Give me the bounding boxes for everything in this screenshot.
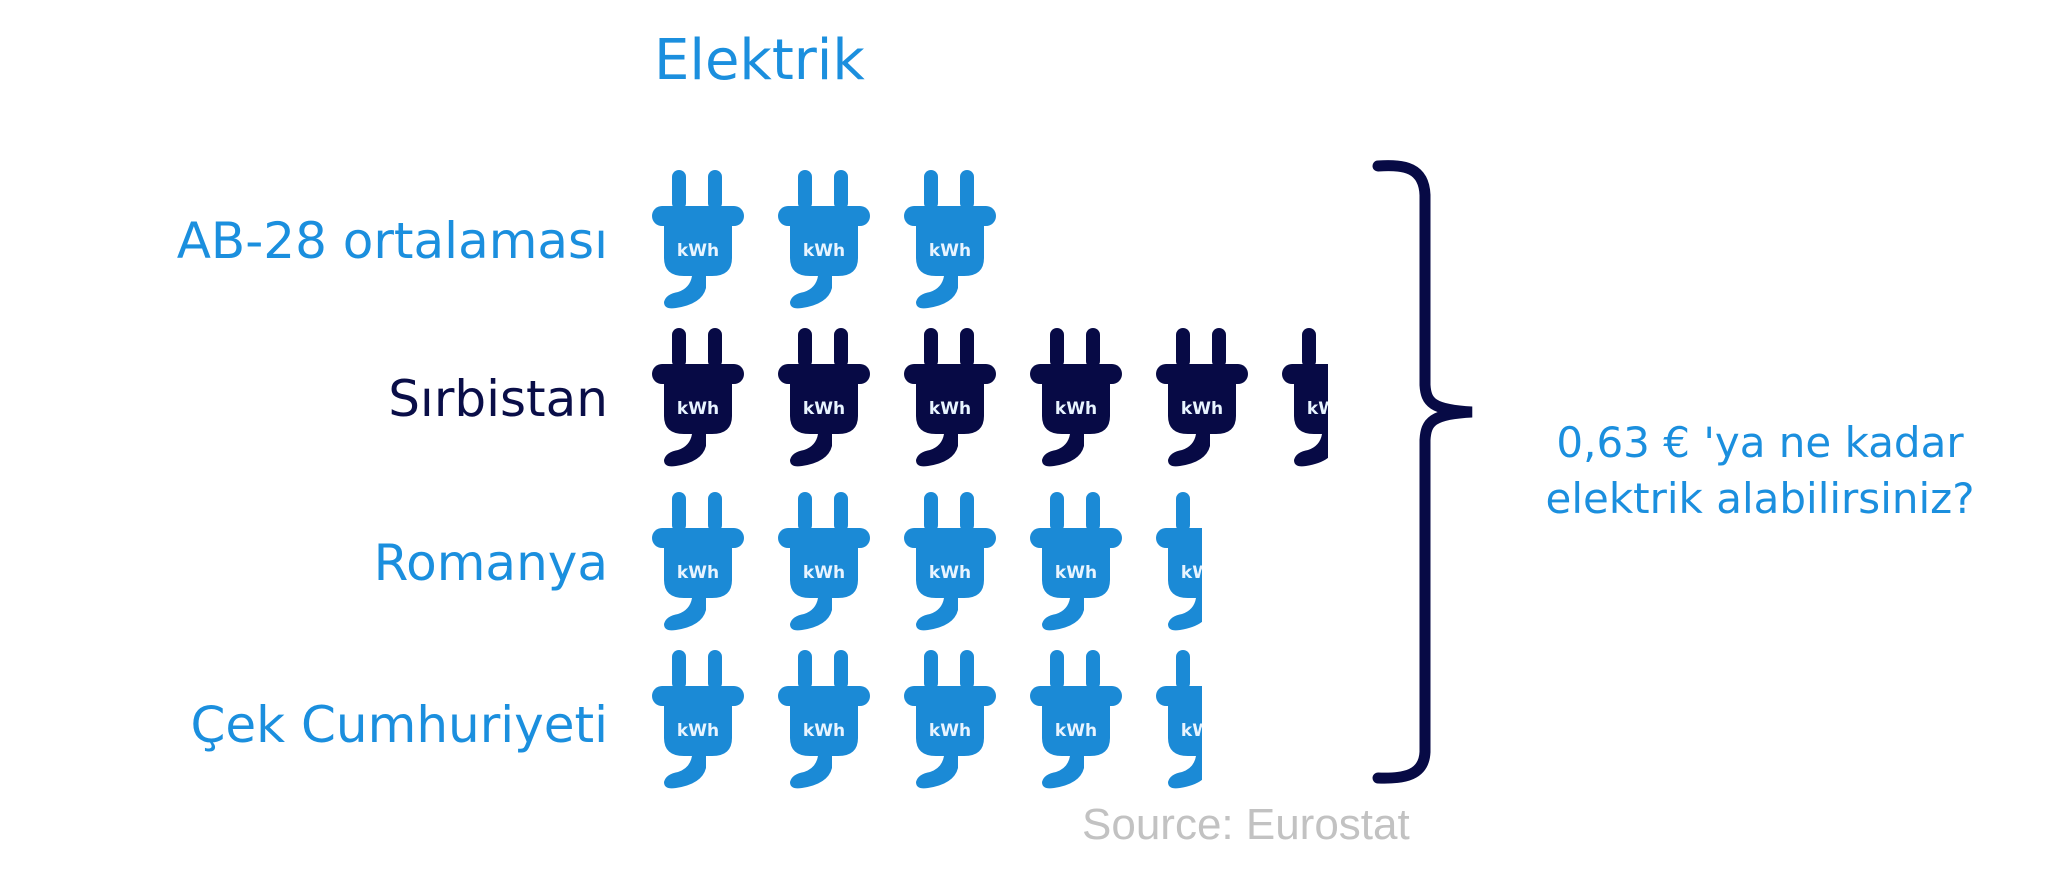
plug-kwh-icon: kWh	[1030, 328, 1122, 467]
curly-brace	[1372, 160, 1473, 784]
svg-text:kWh: kWh	[1055, 721, 1097, 741]
row-label-romania: Romanya	[373, 534, 608, 592]
plug-kwh-icon: kWh	[1030, 492, 1122, 631]
plug-kwh-icon: kWh	[904, 170, 996, 309]
plug-kwh-icon: kWh	[652, 492, 744, 631]
plug-kwh-icon: kWh	[652, 170, 744, 309]
chart-title: Elektrik	[654, 28, 865, 93]
plug-kwh-icon: kWh	[778, 492, 870, 631]
plug-kwh-icon: kWh	[652, 328, 744, 467]
svg-text:kWh: kWh	[929, 721, 971, 741]
svg-text:kWh: kWh	[803, 399, 845, 419]
svg-text:kWh: kWh	[929, 563, 971, 583]
plug-kwh-icon-partial: kWh	[1156, 650, 1223, 789]
plug-kwh-icon: kWh	[1030, 650, 1122, 789]
svg-text:kWh: kWh	[803, 563, 845, 583]
row-label-serbia: Sırbistan	[388, 370, 608, 428]
plug-kwh-icon: kWh	[904, 650, 996, 789]
question-line-2: elektrik alabilirsiniz?	[1545, 474, 1975, 523]
source-label: Source: Eurostat	[1082, 800, 1410, 849]
plug-kwh-icon: kWh	[904, 492, 996, 631]
svg-text:kWh: kWh	[1181, 563, 1223, 583]
svg-text:kWh: kWh	[929, 241, 971, 261]
svg-text:kWh: kWh	[677, 241, 719, 261]
svg-text:kWh: kWh	[803, 241, 845, 261]
plug-kwh-icon: kWh	[778, 170, 870, 309]
row-label-czech: Çek Cumhuriyeti	[190, 696, 608, 754]
plug-kwh-icon: kWh	[1156, 328, 1248, 467]
row-label-eu28: AB-28 ortalaması	[176, 212, 608, 270]
svg-text:kWh: kWh	[1055, 563, 1097, 583]
plug-kwh-icon: kWh	[904, 328, 996, 467]
svg-text:kWh: kWh	[677, 721, 719, 741]
svg-text:kWh: kWh	[1055, 399, 1097, 419]
plug-kwh-icon: kWh	[778, 328, 870, 467]
svg-text:kWh: kWh	[677, 563, 719, 583]
svg-text:kWh: kWh	[1181, 721, 1223, 741]
plug-kwh-icon: kWh	[778, 650, 870, 789]
svg-text:kWh: kWh	[1307, 399, 1349, 419]
question-line-1: 0,63 € 'ya ne kadar	[1556, 418, 1964, 467]
question-text: 0,63 € 'ya ne kadar elektrik alabilirsin…	[1520, 415, 2000, 527]
svg-text:kWh: kWh	[929, 399, 971, 419]
plug-kwh-icon-partial: kWh	[1282, 328, 1349, 467]
svg-text:kWh: kWh	[677, 399, 719, 419]
plug-kwh-icon-partial: kWh	[1156, 492, 1223, 631]
svg-text:kWh: kWh	[1181, 399, 1223, 419]
svg-text:kWh: kWh	[803, 721, 845, 741]
plug-kwh-icon: kWh	[652, 650, 744, 789]
